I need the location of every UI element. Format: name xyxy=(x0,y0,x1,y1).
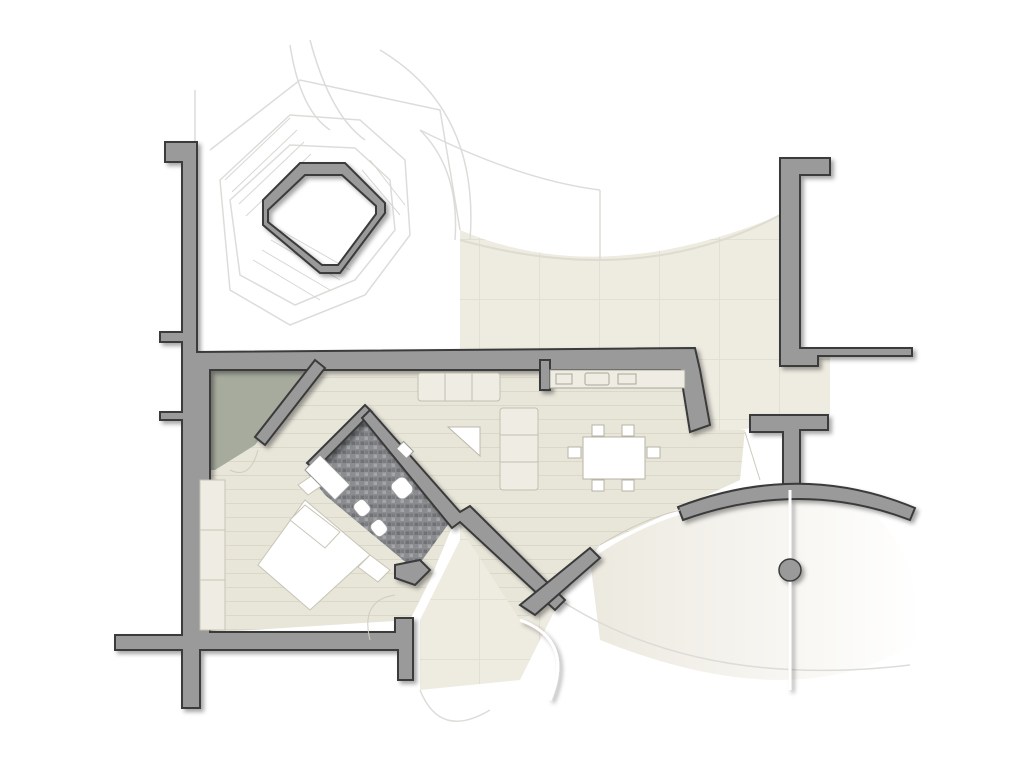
octagonal-column xyxy=(262,162,386,274)
kitchen-counter xyxy=(549,369,686,389)
dining-table xyxy=(567,424,661,492)
sofa xyxy=(417,372,539,491)
bathroom-fixtures xyxy=(304,440,415,538)
bathroom-floor xyxy=(305,418,455,570)
terrace-curved-wall xyxy=(519,482,917,701)
coffee-table xyxy=(446,426,481,458)
door-swings xyxy=(229,431,761,641)
closet-floor xyxy=(200,365,315,470)
walls xyxy=(114,141,913,709)
wardrobe xyxy=(199,479,226,631)
